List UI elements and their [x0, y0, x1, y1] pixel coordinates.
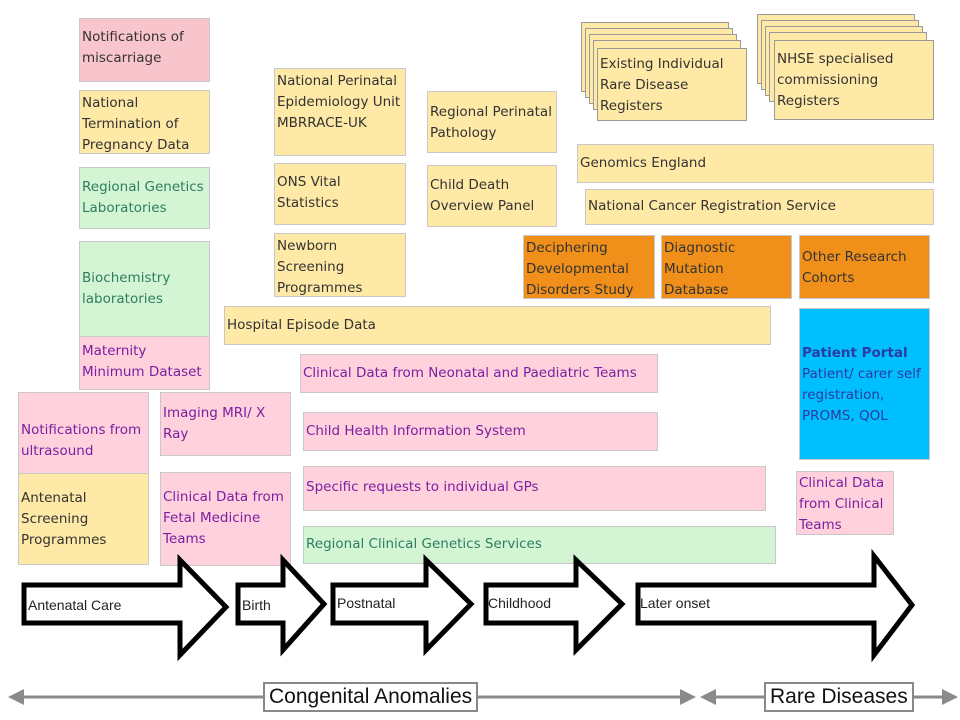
antenatal-screening-box: Antenatal Screening Programmes: [18, 473, 149, 565]
ddd-study-box: Deciphering Developmental Disorders Stud…: [523, 235, 655, 299]
notifications-miscarriage-box: Notifications of miscarriage: [79, 18, 210, 82]
birth-arrow: [235, 553, 328, 657]
imaging-box: Imaging MRI/ X Ray: [160, 392, 291, 456]
child-death-panel-box: Child Death Overview Panel: [427, 165, 557, 227]
notifications-ultrasound-box: Notifications from ultrasound: [18, 392, 149, 476]
maternity-dataset-box: Maternity Minimum Dataset: [79, 336, 210, 390]
congenital-anomalies-label: Congenital Anomalies: [263, 682, 479, 712]
patient-portal-title: Patient Portal: [802, 345, 908, 361]
antenatal-arrow: [21, 553, 230, 662]
rare-diseases-label: Rare Diseases: [764, 682, 914, 712]
other-cohorts-box: Other Research Cohorts: [799, 235, 930, 299]
fetal-medicine-box: Clinical Data from Fetal Medicine Teams: [160, 472, 291, 566]
rare-right-head: [942, 689, 958, 705]
postnatal-label: Postnatal: [337, 595, 396, 611]
patient-portal-box: Patient Portal Patient/ carer self regis…: [799, 308, 930, 460]
gp-requests-box: Specific requests to individual GPs: [303, 466, 766, 511]
neonatal-paediatric-box: Clinical Data from Neonatal and Paediatr…: [300, 354, 658, 393]
genomics-england-box: Genomics England: [577, 144, 934, 183]
existing-registers-box: Existing Individual Rare Disease Registe…: [597, 48, 747, 121]
regional-perinatal-pathology-box: Regional Perinatal Pathology: [427, 91, 557, 153]
childhood-label: Childhood: [488, 595, 552, 611]
congenital-left-head: [8, 689, 24, 705]
regional-clinical-genetics-box: Regional Clinical Genetics Services: [303, 526, 776, 564]
birth-label: Birth: [242, 597, 271, 613]
npeu-box: National Perinatal Epidemiology Unit MBR…: [274, 68, 406, 156]
termination-pregnancy-box: National Termination of Pregnancy Data: [79, 90, 210, 154]
nhse-registers-box: NHSE specialised commissioning Registers: [774, 40, 934, 120]
patient-portal-body: Patient/ carer self registration, PROMS,…: [802, 366, 921, 424]
child-health-box: Child Health Information System: [303, 412, 658, 451]
later-onset-arrow: [635, 548, 916, 663]
later-onset-label: Later onset: [640, 595, 711, 611]
regional-genetics-labs-box: Regional Genetics Laboratories: [79, 167, 210, 229]
congenital-right-head: [680, 689, 696, 705]
biochemistry-labs-box: Biochemistry laboratories: [79, 241, 210, 339]
clinical-teams-box: Clinical Data from Clinical Teams: [796, 471, 894, 535]
cancer-registration-box: National Cancer Registration Service: [585, 189, 934, 225]
postnatal-arrow: [330, 554, 475, 657]
antenatal-care-label: Antenatal Care: [28, 597, 122, 613]
ons-box: ONS Vital Statistics: [274, 163, 406, 225]
childhood-arrow: [483, 554, 626, 657]
hospital-episode-box: Hospital Episode Data: [224, 306, 771, 345]
rare-left-head: [700, 689, 716, 705]
newborn-screening-box: Newborn Screening Programmes: [274, 233, 406, 297]
mutation-db-box: Diagnostic Mutation Database: [661, 235, 792, 299]
